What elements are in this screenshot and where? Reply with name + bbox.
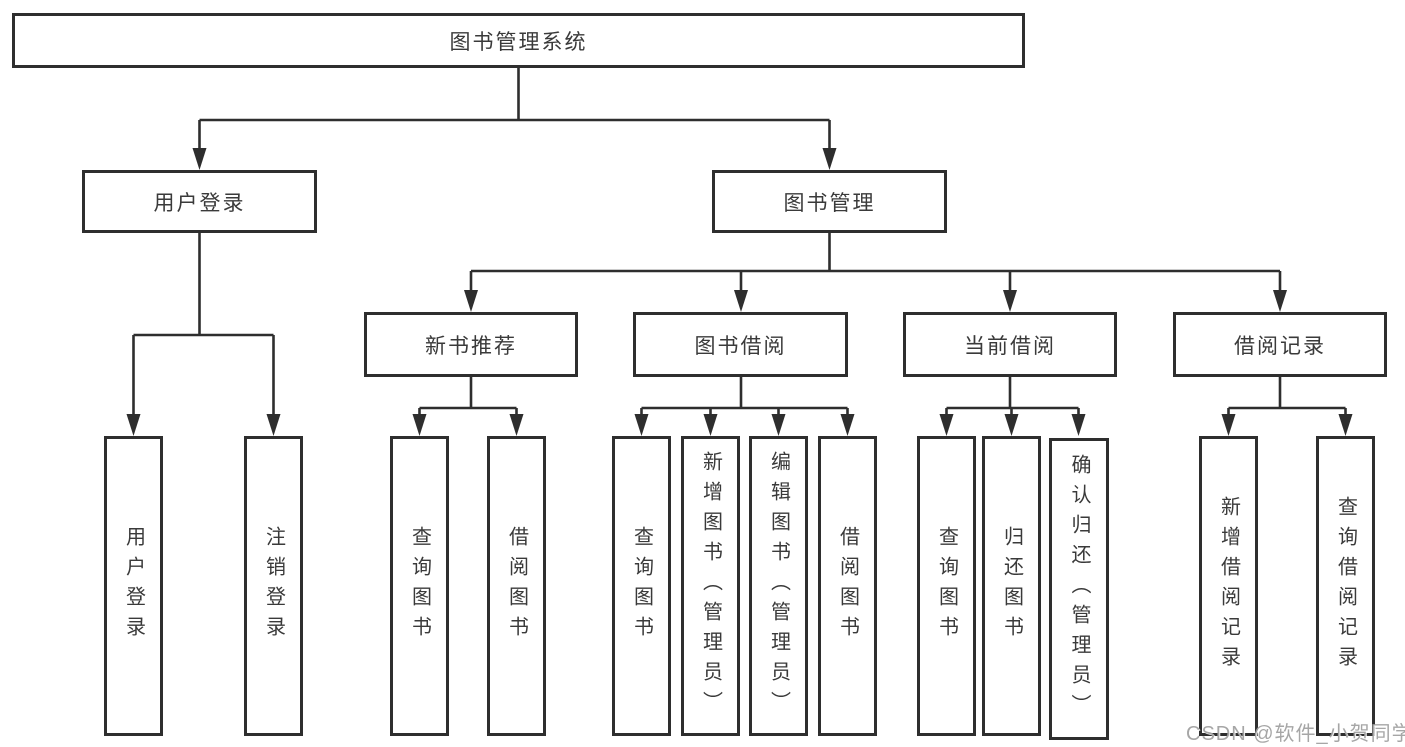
- arrow-down-icon: [840, 414, 855, 436]
- leaf-borrow-book: 借阅图书: [818, 436, 877, 736]
- arrowheads: [126, 148, 1353, 436]
- arrow-down-icon: [412, 414, 427, 436]
- leaf-add-book-admin: 新增图书（管理员）: [681, 436, 740, 736]
- leaf-query-book-recommend: 查询图书: [390, 436, 449, 736]
- connector-user-login-group: [132, 233, 275, 418]
- connector-borrow-record-group: [1227, 377, 1347, 418]
- arrow-down-icon: [734, 290, 748, 312]
- arrow-down-icon: [464, 290, 478, 312]
- arrow-down-icon: [771, 414, 786, 436]
- arrow-down-icon: [703, 414, 718, 436]
- arrow-down-icon: [126, 414, 141, 436]
- node-new-book-recommend: 新书推荐: [364, 312, 578, 377]
- leaf-query-book-borrow: 查询图书: [612, 436, 671, 736]
- node-book-management: 图书管理: [712, 170, 947, 233]
- leaf-query-book-current: 查询图书: [917, 436, 976, 736]
- connector-root-to-level2: [198, 68, 831, 152]
- arrow-down-icon: [1004, 414, 1019, 436]
- connector-new-book-group: [418, 377, 518, 418]
- leaf-logout: 注销登录: [244, 436, 303, 736]
- arrow-down-icon: [634, 414, 649, 436]
- arrow-down-icon: [1273, 290, 1287, 312]
- leaf-add-borrow-record: 新增借阅记录: [1199, 436, 1258, 736]
- arrow-down-icon: [266, 414, 281, 436]
- connector-book-borrow-group: [640, 377, 849, 418]
- node-book-borrow: 图书借阅: [633, 312, 848, 377]
- leaf-return-book: 归还图书: [982, 436, 1041, 736]
- arrow-down-icon: [939, 414, 954, 436]
- arrow-down-icon: [1338, 414, 1353, 436]
- connector-current-borrow-group: [945, 377, 1080, 418]
- node-user-login: 用户登录: [82, 170, 317, 233]
- arrow-down-icon: [1003, 290, 1017, 312]
- node-current-borrow: 当前借阅: [903, 312, 1117, 377]
- arrow-down-icon: [509, 414, 524, 436]
- leaf-edit-book-admin: 编辑图书（管理员）: [749, 436, 808, 736]
- connector-book-management-to-level3: [469, 233, 1282, 294]
- leaf-borrow-book-recommend: 借阅图书: [487, 436, 546, 736]
- leaf-query-borrow-record: 查询借阅记录: [1316, 436, 1375, 736]
- csdn-watermark: CSDN @软件_小贺同学: [1186, 723, 1405, 745]
- leaf-confirm-return-admin: 确认归还（管理员）: [1049, 438, 1109, 740]
- arrow-down-icon: [822, 148, 837, 170]
- node-borrow-record: 借阅记录: [1173, 312, 1387, 377]
- arrow-down-icon: [192, 148, 207, 170]
- leaf-user-login: 用户登录: [104, 436, 163, 736]
- arrow-down-icon: [1221, 414, 1236, 436]
- arrow-down-icon: [1071, 414, 1086, 436]
- node-library-management-system: 图书管理系统: [12, 13, 1025, 68]
